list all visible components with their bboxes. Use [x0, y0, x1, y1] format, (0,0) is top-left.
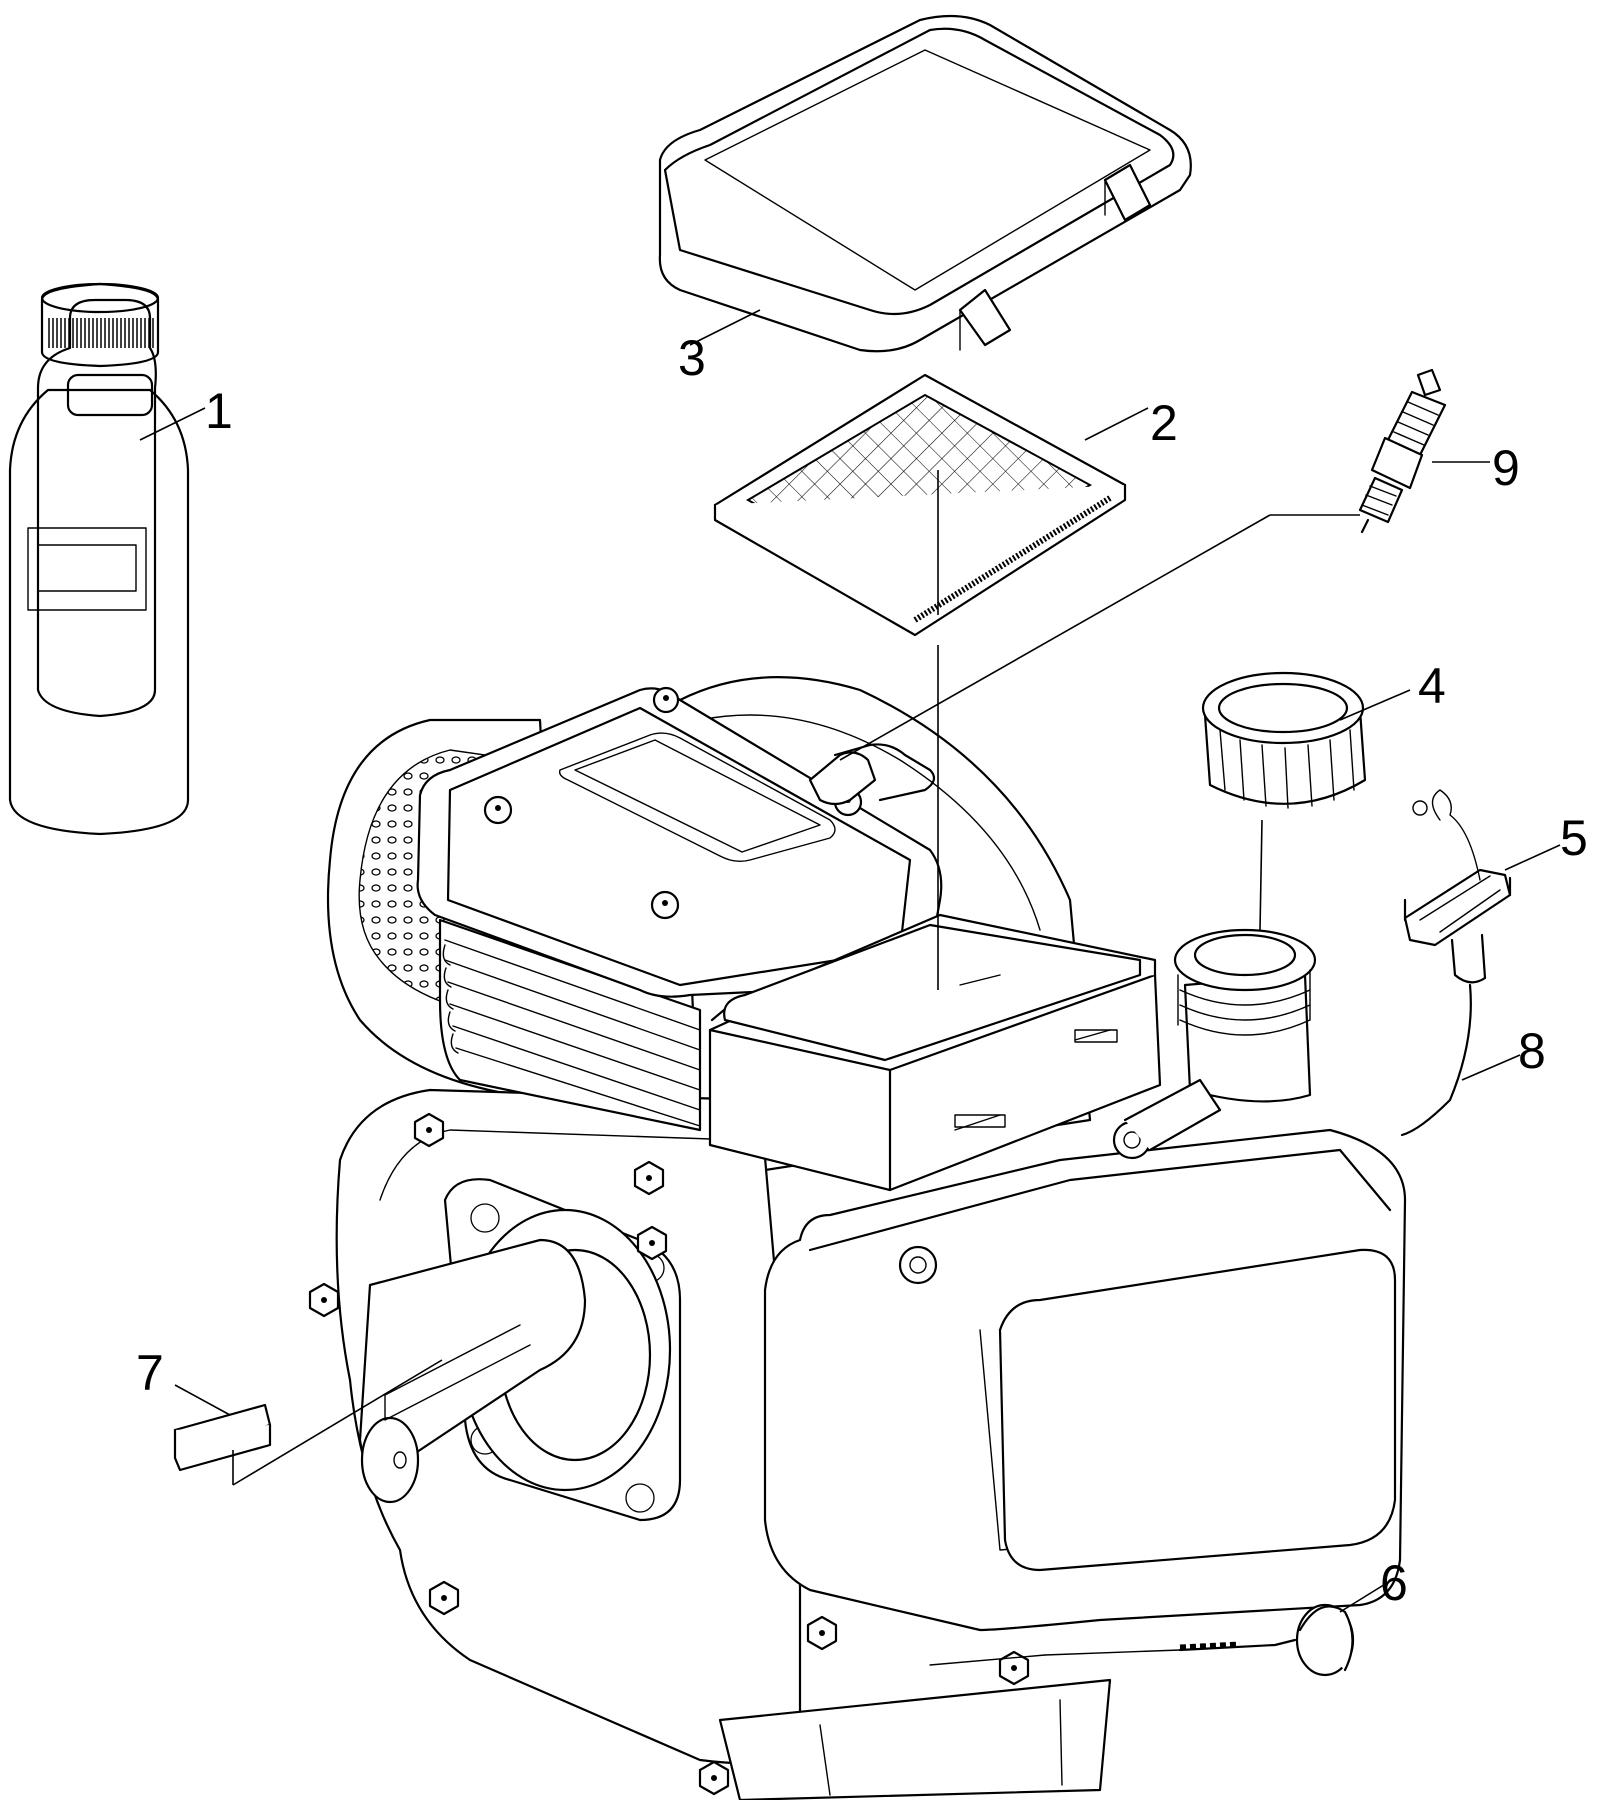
- oil-bottle: [8, 282, 190, 836]
- callout-9: 9: [1492, 440, 1520, 496]
- fuel-tank: [763, 928, 1407, 1632]
- air-filter-cover: [658, 14, 1192, 353]
- callout-1: 1: [205, 383, 233, 439]
- fuel-cap: [1201, 671, 1367, 809]
- callout-6: 6: [1380, 1555, 1408, 1611]
- spark-plug: [1358, 368, 1447, 534]
- air-filter-housing: [708, 645, 1162, 1192]
- callout-7: 7: [136, 1345, 164, 1401]
- callout-5: 5: [1560, 810, 1588, 866]
- oil-dipstick: [929, 1603, 1355, 1677]
- callout-3: 3: [678, 330, 706, 386]
- shaft-key: [173, 1403, 272, 1472]
- callout-4: 4: [1418, 658, 1446, 714]
- head-bolts: [483, 686, 863, 920]
- callout-8: 8: [1518, 1023, 1546, 1079]
- recoil-handle: [1403, 789, 1512, 984]
- crankcase-bolts: [308, 1112, 1030, 1796]
- wire: [1400, 983, 1472, 1137]
- callout-2: 2: [1150, 395, 1178, 451]
- air-filter-element: [713, 373, 1127, 637]
- cylinder-fins: [438, 918, 702, 1132]
